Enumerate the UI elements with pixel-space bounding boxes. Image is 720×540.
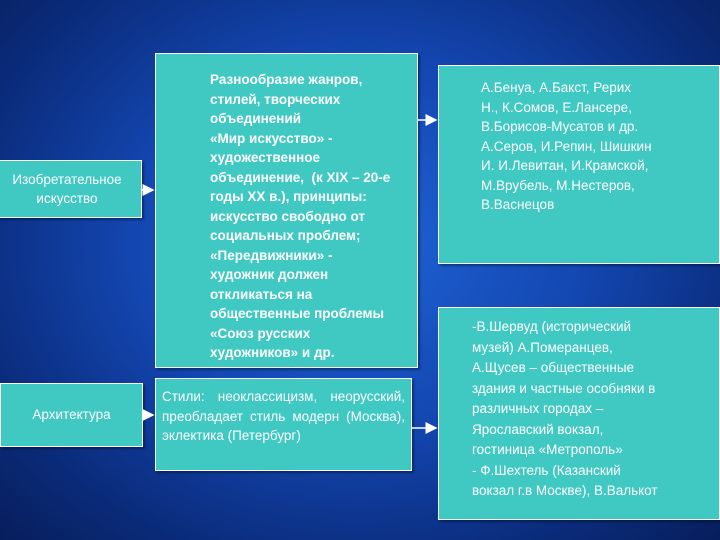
fine-arts-description-box: Разнообразие жанров, стилей, творческих … — [155, 53, 418, 368]
category-fine-arts: Изобретательное искусство — [0, 160, 142, 218]
category-architecture: Архитектура — [0, 383, 143, 447]
architecture-styles-box: Стили: неоклассицизм, неорусский, преобл… — [155, 378, 412, 471]
architects-box: -В.Шервуд (исторический музей) А.Померан… — [438, 307, 720, 520]
artists-box: А.Бенуа, А.Бакст, Рерих Н., К.Сомов, Е.Л… — [438, 65, 720, 264]
